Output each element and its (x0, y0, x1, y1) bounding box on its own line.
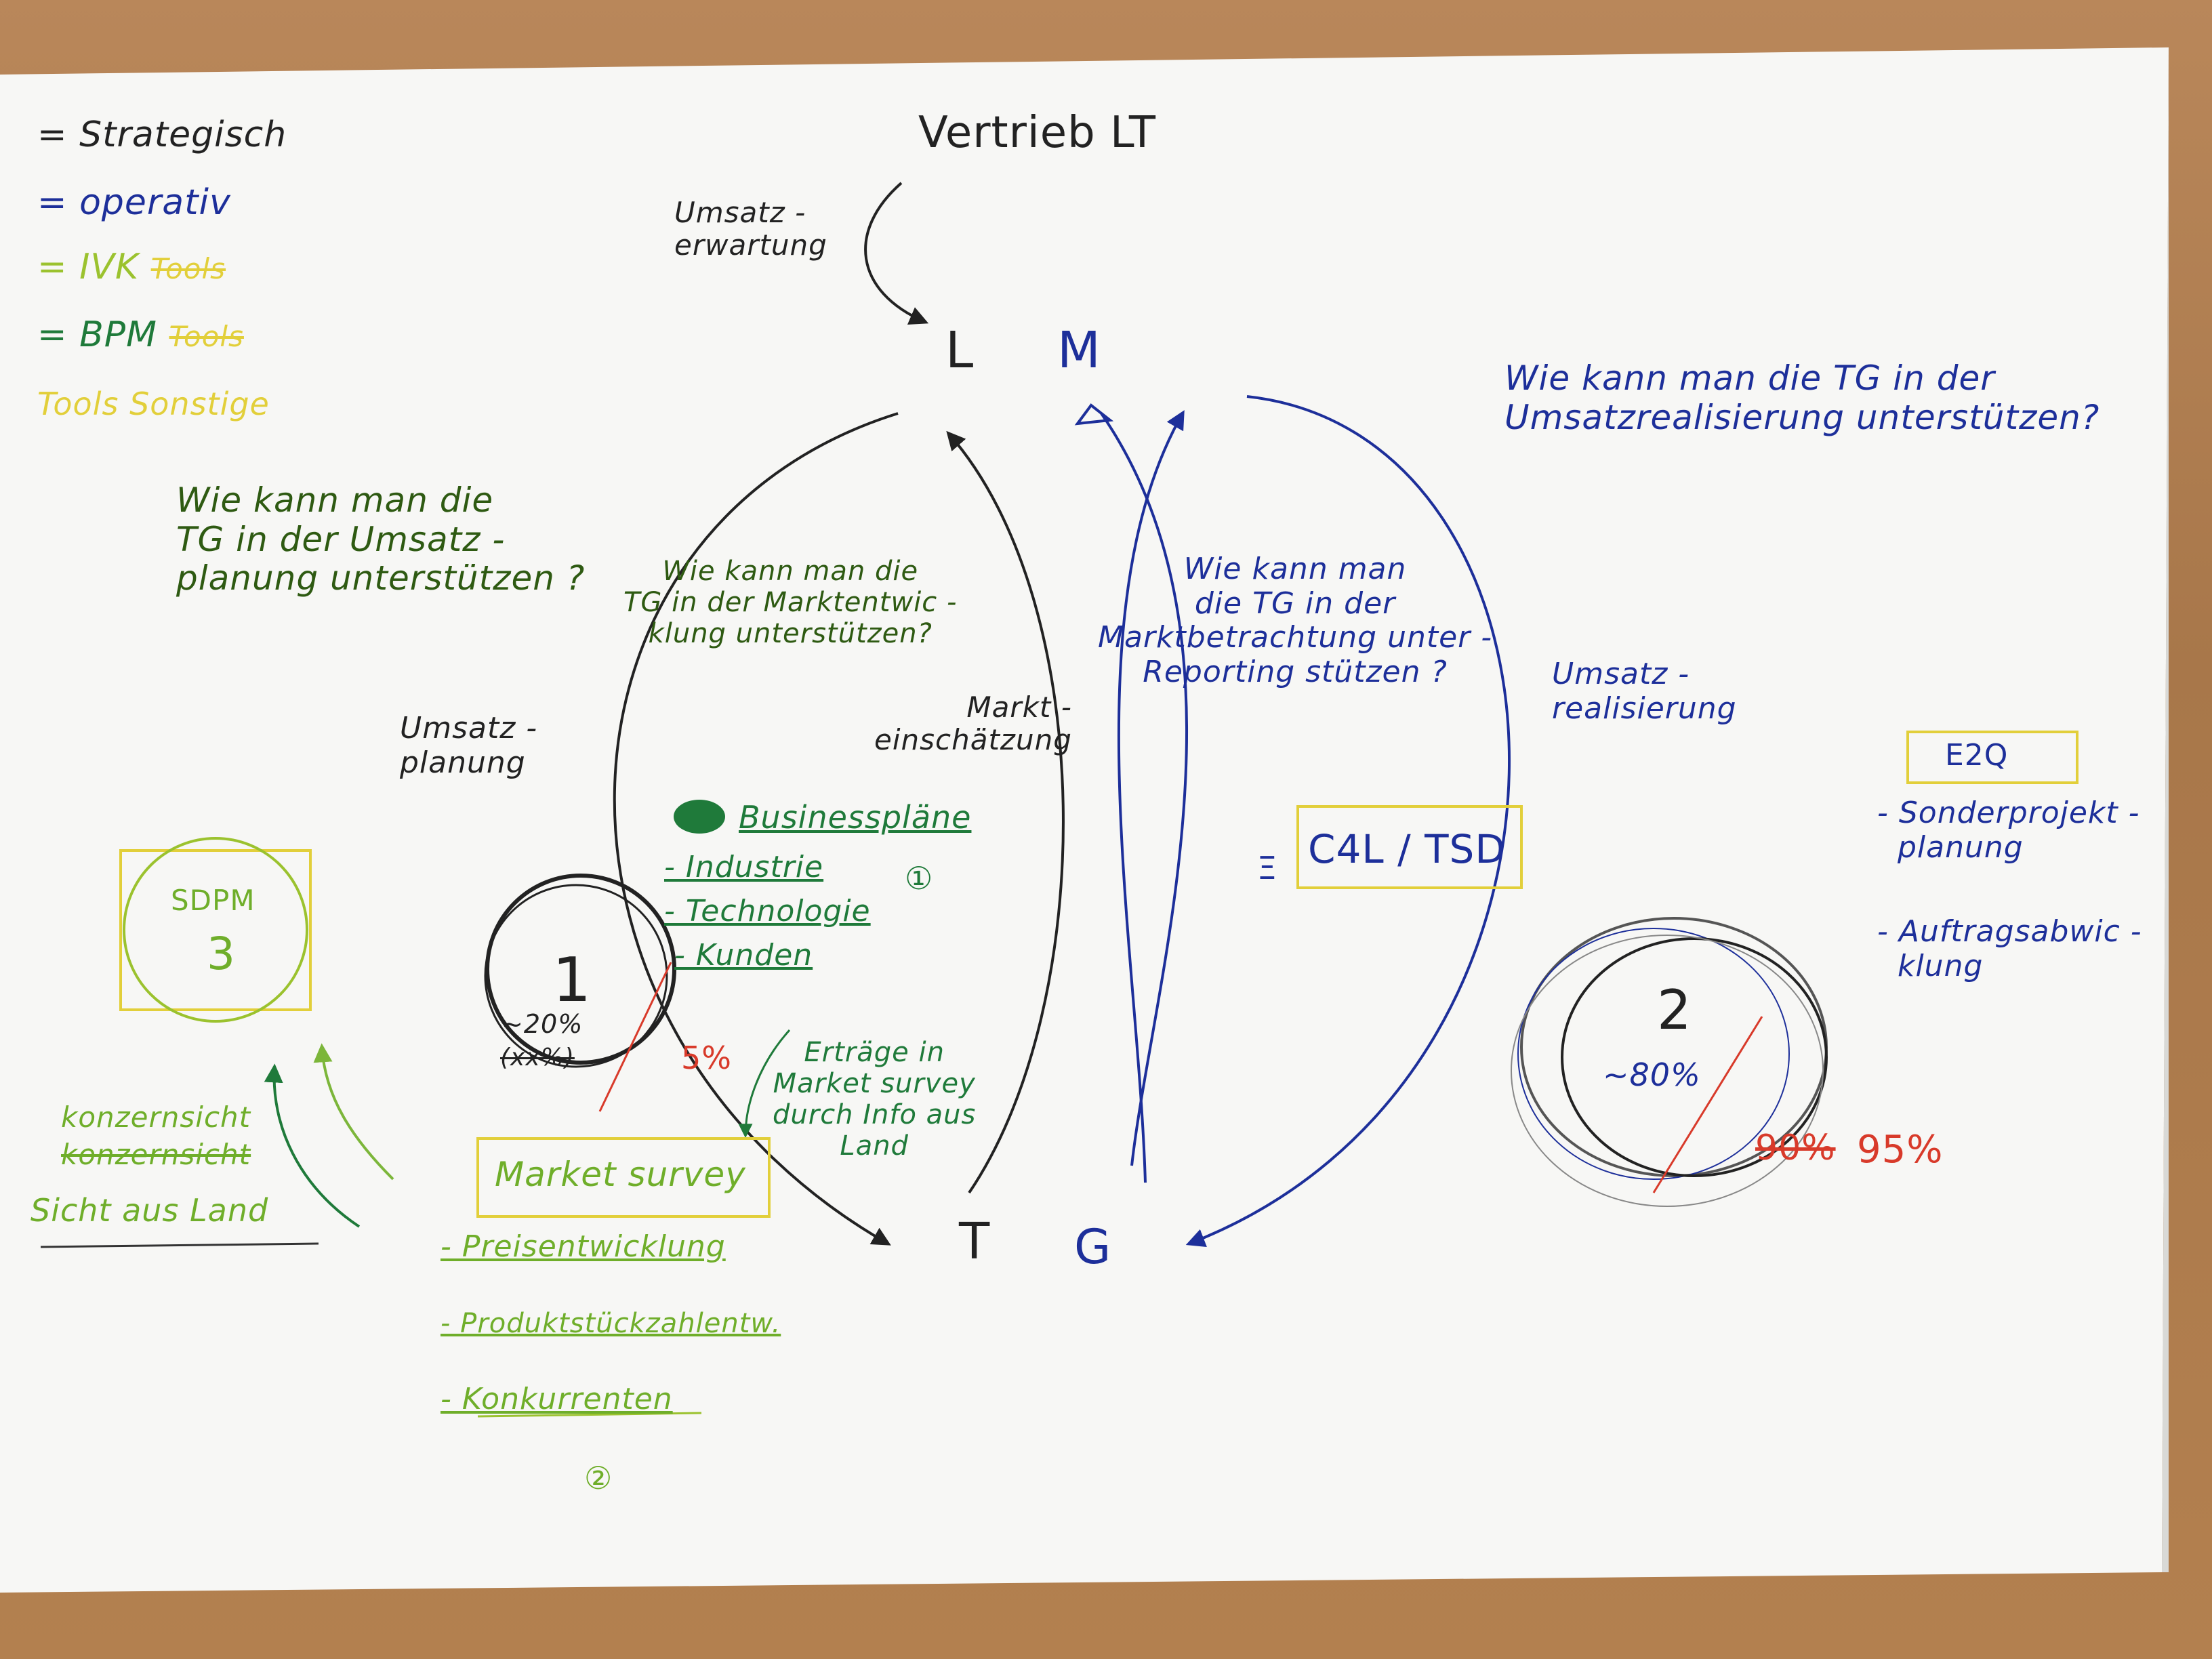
legend-sonstige: Tools Sonstige (37, 386, 270, 422)
e2q-item-sonderprojekt: - Sonderprojekt - planung (1877, 796, 2140, 865)
arrow-umsatzrealisierung (1185, 395, 1511, 1247)
label-umsatz-realisierung: Umsatz - realisierung (1552, 657, 1737, 726)
paper-sheet (0, 47, 2169, 1593)
arrow-umsatzerwartung (864, 182, 929, 325)
konkurrenten-underline (477, 1412, 702, 1418)
market-item-preis: - Preisentwicklung (441, 1229, 726, 1264)
legend-operativ: = operativ (37, 182, 231, 223)
diagram-title: Vertrieb LT (918, 108, 1156, 158)
legend-ivk-struck: Tools (150, 252, 226, 285)
arrow-blue-cross-1 (1117, 410, 1185, 1183)
konzern-line-3: Sicht aus Land (30, 1192, 269, 1229)
paper-shadow (2162, 47, 2169, 1572)
circle-2 (1511, 917, 1828, 1207)
circle1-red-percent: 5% (681, 1040, 732, 1076)
arrow-konzern-dark (264, 1063, 361, 1228)
label-markt-einschaetzung: Markt - einschätzung (874, 691, 1072, 757)
market-survey-box (476, 1137, 771, 1218)
node-t: T (959, 1212, 991, 1271)
arrow-ertraege (738, 1029, 791, 1139)
node-g: G (1074, 1219, 1112, 1275)
legend-bpm-struck: Tools (169, 320, 244, 353)
question-markt: Wie kann man die TG in der Marktentwic -… (623, 556, 958, 649)
circle-1 (484, 874, 676, 1112)
sdpm-label: SDPM (171, 884, 255, 917)
node-m: M (1057, 321, 1101, 380)
market-survey-marker: ② (584, 1460, 613, 1496)
konzern-line-1: konzernsicht (61, 1101, 251, 1134)
question-reporting: Wie kann man die TG in der Marktbetracht… (1098, 552, 1493, 689)
circle2-red-struck: 90% (1755, 1128, 1836, 1168)
label-umsatz-erwartung: Umsatz - erwartung (674, 196, 827, 262)
konzern-line-2: konzernsicht (61, 1138, 251, 1171)
node-l: L (945, 321, 975, 380)
sdpm-number: 3 (207, 928, 236, 980)
c4l-label: C4L / TSD (1308, 826, 1507, 872)
e2q-box (1906, 731, 2078, 784)
question-planung: Wie kann man die TG in der Umsatz - plan… (176, 480, 586, 598)
circle1-number: 1 (552, 945, 592, 1016)
e2q-item-auftrag: - Auftragsabwic - klung (1877, 914, 2142, 983)
legend-bpm: = BPM Tools (37, 314, 244, 356)
section1-marker: ① (905, 860, 934, 897)
arrow-blue-cross-2 (1100, 412, 1188, 1166)
circle2-number: 2 (1657, 979, 1692, 1042)
question-realisierung: Wie kann man die TG in der Umsatzrealisi… (1504, 359, 2100, 437)
circle1-percent: ~20% (501, 1009, 583, 1039)
sdpm-box (119, 837, 312, 1023)
arrow-blue-open-head (1074, 403, 1114, 426)
section1-item-kunden: - Kunden (674, 938, 813, 972)
circle1-struck: (xx%) (500, 1044, 575, 1071)
c4l-symbol: Ξ (1257, 850, 1278, 886)
arrow-konzern-light (313, 1043, 394, 1181)
legend-ivk: = IVK Tools (37, 247, 226, 288)
e2q-label: E2Q (1945, 738, 2009, 773)
section1-item-industrie: - Industrie (664, 850, 824, 884)
market-item-konkurrenten: - Konkurrenten (441, 1382, 673, 1416)
circle2-red-percent: 95% (1857, 1128, 1944, 1172)
legend-bpm-label: = BPM (37, 314, 157, 355)
circle2-percent: ~80% (1603, 1057, 1701, 1093)
legend-ivk-label: = IVK (37, 247, 140, 287)
ertraege-note: Erträge in Market survey durch Info aus … (773, 1037, 977, 1162)
c4l-box (1296, 805, 1523, 889)
arrow-markteinschaetzung (946, 430, 1065, 1194)
section1-item-technologie: - Technologie (664, 894, 871, 928)
market-survey-label: Market survey (495, 1155, 746, 1194)
market-item-produkt: - Produktstückzahlentw. (441, 1308, 781, 1339)
legend-strategisch: = Strategisch (37, 115, 287, 155)
businessplaene-heading: Businesspläne (739, 799, 972, 836)
label-umsatz-planung: Umsatz - planung (400, 711, 538, 780)
businessplaene-dot (674, 800, 725, 834)
konzern-underline (40, 1242, 319, 1248)
